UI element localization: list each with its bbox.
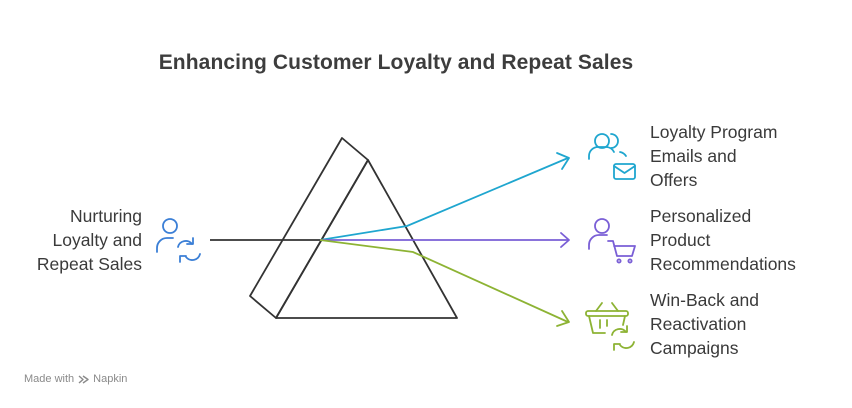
napkin-brand-text: Napkin — [93, 373, 128, 385]
output-beam-winback — [319, 239, 569, 323]
user-cart-icon — [588, 218, 636, 264]
arrowhead-personalized — [560, 232, 570, 248]
diagram-title: Enhancing Customer Loyalty and Repeat Sa… — [158, 51, 634, 74]
basket-refresh-icon — [585, 302, 635, 351]
made-with-napkin[interactable]: Made with Napkin — [24, 373, 127, 385]
user-refresh-icon — [156, 218, 201, 263]
made-with-text: Made with — [24, 373, 75, 385]
input-label: Nurturing Loyalty and Repeat Sales — [36, 206, 142, 274]
users-mail-icon — [588, 133, 636, 180]
arrowhead-winback — [556, 310, 570, 327]
output-label-loyalty: Loyalty Program Emails and Offers — [650, 122, 778, 190]
output-label-winback: Win-Back and Reactivation Campaigns — [650, 290, 759, 358]
prism — [249, 137, 458, 319]
napkin-logo-icon — [78, 374, 89, 384]
output-label-personalized: Personalized Product Recommendations — [650, 206, 796, 274]
prism-back-face — [249, 137, 369, 319]
arrowhead-loyalty — [556, 152, 570, 170]
output-beam-loyalty — [319, 157, 569, 241]
prism-front-face — [275, 159, 458, 319]
